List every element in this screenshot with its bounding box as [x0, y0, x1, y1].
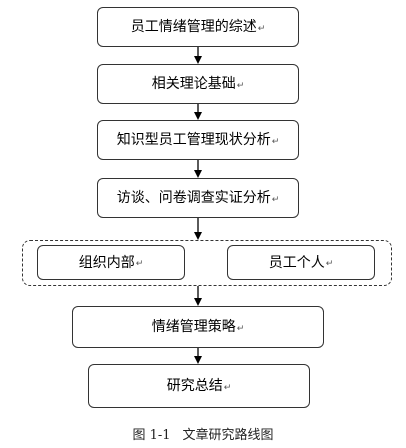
factor-box-individual: 员工个人↵ [227, 245, 375, 280]
paragraph-mark-icon: ↵ [236, 80, 245, 91]
step-label: 访谈、问卷调查实证分析 [116, 190, 271, 206]
paragraph-mark-icon: ↵ [325, 259, 334, 269]
paragraph-mark-icon: ↵ [257, 23, 266, 34]
step-label: 员工情绪管理的综述 [130, 19, 257, 35]
factor-box-organization: 组织内部↵ [37, 245, 185, 280]
step-box-conclusion: 研究总结↵ [88, 364, 310, 408]
factor-group [22, 240, 392, 286]
step-label: 知识型员工管理现状分析 [116, 132, 271, 148]
factor-label: 员工个人 [268, 254, 325, 271]
figure-number: 图 1-1 [132, 428, 171, 443]
figure-caption: 图 1-1 文章研究路线图 [0, 424, 406, 443]
paragraph-mark-icon: ↵ [223, 382, 232, 393]
step-box-strategy: 情绪管理策略↵ [72, 306, 324, 348]
step-label: 情绪管理策略 [151, 319, 236, 335]
figure-title: 文章研究路线图 [182, 428, 274, 443]
step-box-review: 员工情绪管理的综述↵ [97, 7, 299, 47]
step-label: 研究总结 [166, 378, 223, 394]
paragraph-mark-icon: ↵ [271, 136, 280, 147]
step-box-status-analysis: 知识型员工管理现状分析↵ [97, 120, 299, 160]
step-box-theory: 相关理论基础↵ [97, 64, 299, 104]
factor-label: 组织内部 [78, 254, 135, 271]
paragraph-mark-icon: ↵ [271, 194, 280, 205]
step-label: 相关理论基础 [151, 76, 236, 92]
paragraph-mark-icon: ↵ [135, 259, 144, 269]
step-box-empirical-analysis: 访谈、问卷调查实证分析↵ [97, 178, 299, 218]
paragraph-mark-icon: ↵ [236, 323, 245, 334]
